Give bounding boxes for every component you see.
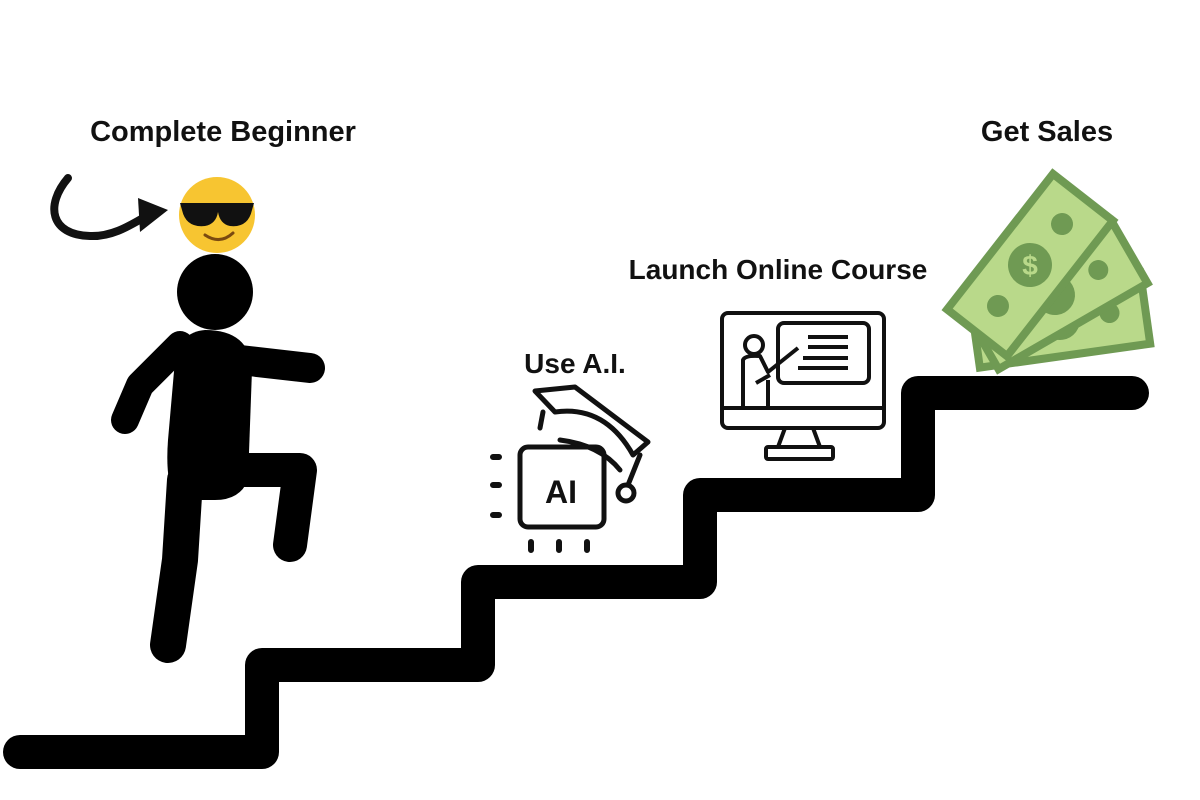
curved-arrow-icon xyxy=(50,174,168,241)
label-get-sales: Get Sales xyxy=(980,116,1114,148)
label-launch-online-course: Launch Online Course xyxy=(628,254,928,285)
walking-person-icon xyxy=(111,254,325,663)
money-bills-icon: $ xyxy=(941,168,1155,375)
staircase xyxy=(3,376,1149,769)
ai-graduation-icon: AI xyxy=(490,384,651,553)
label-use-ai: Use A.I. xyxy=(524,348,626,379)
dollar-sign: $ xyxy=(1022,250,1038,281)
online-course-monitor-icon xyxy=(720,311,886,461)
label-complete-beginner: Complete Beginner xyxy=(90,116,356,148)
sunglasses-emoji-icon xyxy=(179,177,255,253)
ai-chip-text: AI xyxy=(545,474,577,510)
